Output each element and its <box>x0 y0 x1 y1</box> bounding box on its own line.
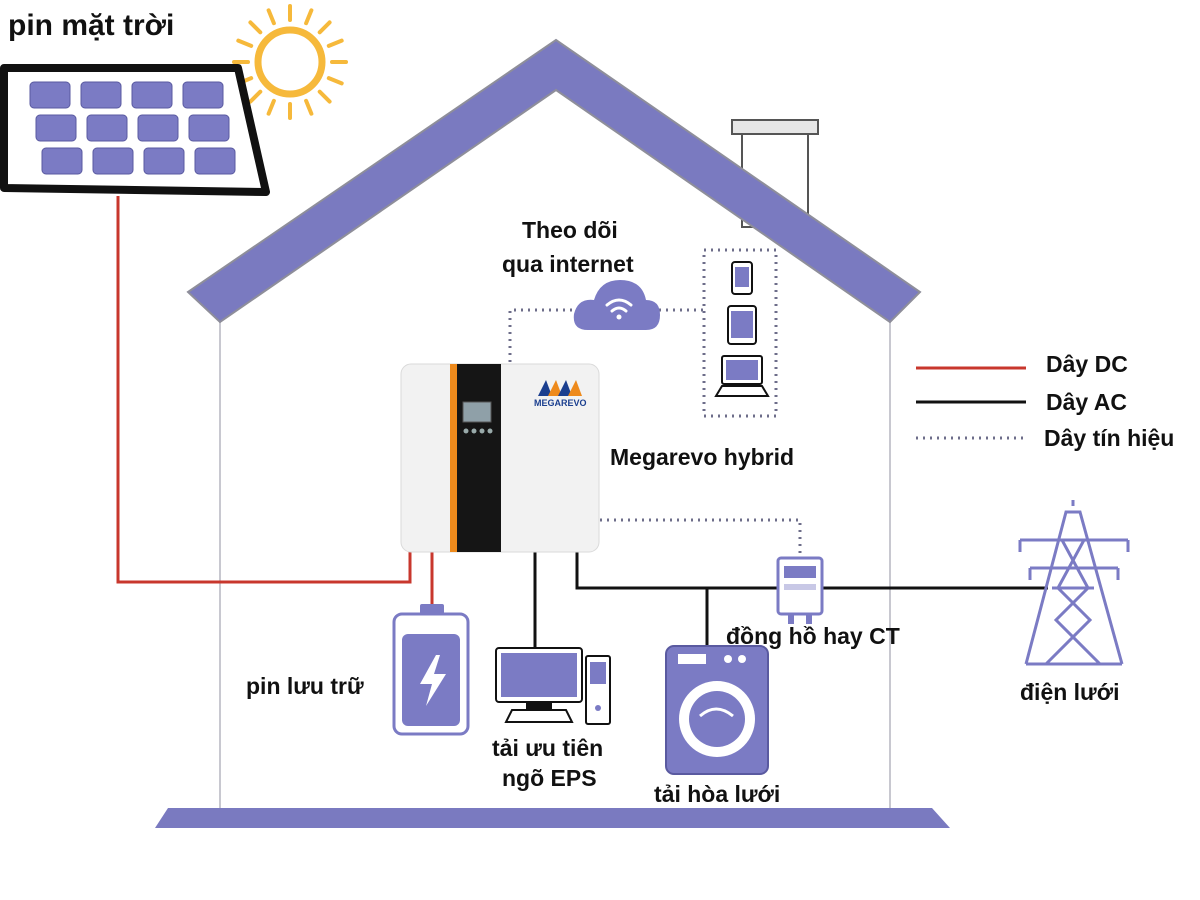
sun-ray <box>266 8 276 26</box>
floor <box>155 808 950 828</box>
solar-cell <box>80 81 122 109</box>
sun-icon <box>232 4 348 120</box>
lightning-icon <box>420 655 446 706</box>
grid-label: điện lưới <box>1020 679 1119 705</box>
ac-wires <box>533 552 1048 648</box>
solar-cell <box>194 147 236 175</box>
grid-load-label: tải hòa lưới <box>654 781 780 807</box>
sun-ray <box>304 98 314 116</box>
inverter-icon: MEGAREVO <box>400 363 600 553</box>
eps-label-line2: ngõ EPS <box>502 765 597 791</box>
brand-name: MEGAREVO <box>534 398 587 408</box>
inverter-label: Megarevo hybrid <box>610 444 794 470</box>
eps-label-line1: tải ưu tiên <box>492 735 603 761</box>
solar-cell <box>137 114 179 142</box>
desktop-computer-icon <box>495 647 611 725</box>
sun-ray <box>326 38 344 48</box>
house <box>155 38 950 828</box>
dc-wires <box>116 196 434 606</box>
tablet-icon <box>727 305 757 345</box>
solar-cell <box>182 81 224 109</box>
legend: Dây DC Dây AC Dây tín hiệu <box>916 351 1174 451</box>
solar-cell <box>188 114 230 142</box>
meter-label: đồng hồ hay CT <box>726 623 900 649</box>
solar-cell <box>29 81 71 109</box>
battery-icon <box>392 604 470 736</box>
laptop-icon <box>714 355 770 397</box>
solar-cell <box>92 147 134 175</box>
sun-ray <box>266 98 276 116</box>
signal-wires <box>508 248 802 558</box>
legend-dc-label: Dây DC <box>1046 351 1128 377</box>
monitoring-label-line1: Theo dõi <box>522 217 618 243</box>
solar-panel-icon <box>0 64 270 196</box>
solar-cell <box>131 81 173 109</box>
roof <box>186 38 922 324</box>
monitoring-label-line2: qua internet <box>502 251 634 277</box>
megarevo-logo: MEGAREVO <box>534 380 587 408</box>
solar-cell <box>86 114 128 142</box>
solar-cell <box>35 114 77 142</box>
sun-ray <box>326 76 344 86</box>
battery-label: pin lưu trữ <box>246 673 364 699</box>
sun-ray <box>248 89 263 104</box>
legend-signal-label: Dây tín hiệu <box>1044 425 1174 451</box>
solar-cell <box>41 147 83 175</box>
electric-meter-icon <box>776 556 824 624</box>
sun-ray <box>317 89 332 104</box>
sun-ray <box>304 8 314 26</box>
cloud-wifi-icon <box>573 280 660 330</box>
solar-panel-label: pin mặt trời <box>8 9 174 42</box>
washing-machine-icon <box>665 645 769 775</box>
legend-ac-label: Dây AC <box>1046 389 1127 415</box>
power-tower-icon <box>1018 500 1130 666</box>
solar-cell <box>143 147 185 175</box>
phone-icon <box>731 261 753 295</box>
chimney-cap <box>731 119 819 135</box>
sun-ray <box>317 20 332 35</box>
sun-ray <box>236 38 254 48</box>
sun-ray <box>248 20 263 35</box>
